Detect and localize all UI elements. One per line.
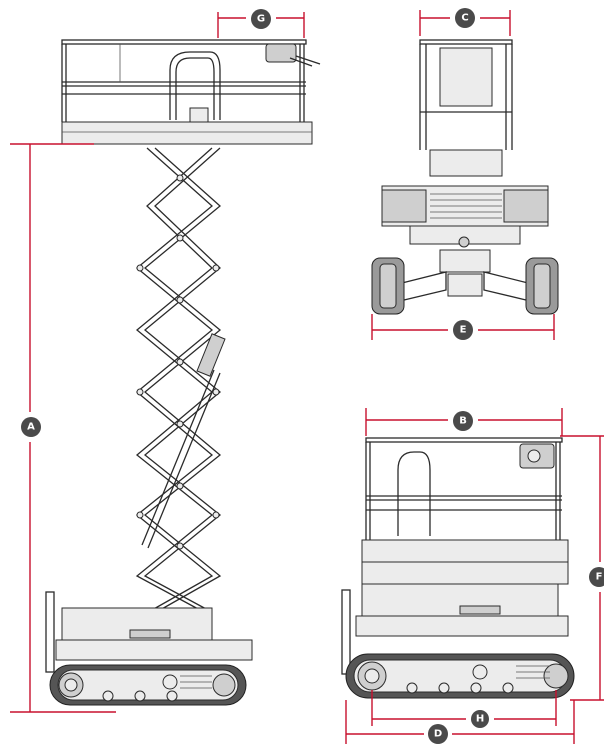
dimension-line-h xyxy=(371,690,557,726)
stowed-crawler-track xyxy=(345,653,575,699)
badge-a: A xyxy=(21,417,41,437)
badge-d-label: D xyxy=(434,729,442,740)
badge-c-label: C xyxy=(461,13,468,24)
rear-view-wheels xyxy=(371,257,559,315)
badge-a-label: A xyxy=(27,422,35,433)
badge-h-label: H xyxy=(476,714,484,725)
scissor-stack xyxy=(135,147,226,611)
badge-f: F xyxy=(589,567,604,587)
badge-e-label: E xyxy=(460,325,467,336)
dimension-lines xyxy=(10,10,604,744)
dimension-line-f xyxy=(560,435,604,701)
dimension-line-c xyxy=(419,10,511,36)
side-view-extended xyxy=(45,39,321,706)
badge-b: B xyxy=(453,411,473,431)
badge-f-label: F xyxy=(596,572,603,583)
badge-h: H xyxy=(471,710,489,728)
badge-d: D xyxy=(428,724,448,744)
crawler-track xyxy=(49,664,247,706)
dimension-line-d xyxy=(345,700,575,744)
badge-b-label: B xyxy=(459,416,467,427)
badge-g-label: G xyxy=(257,14,265,25)
platform-guardrail xyxy=(61,39,307,123)
dimension-line-e xyxy=(371,314,555,340)
rear-view-mast-slats xyxy=(430,193,502,219)
platform-deck xyxy=(61,121,313,145)
rear-view xyxy=(371,39,559,315)
chassis xyxy=(45,591,253,673)
side-view-stowed xyxy=(341,437,575,699)
stowed-control-box xyxy=(519,443,555,469)
dimension-line-b xyxy=(365,408,563,436)
dimension-line-a xyxy=(10,143,116,713)
control-box xyxy=(265,43,321,67)
dimension-line-g xyxy=(217,12,305,38)
badge-c: C xyxy=(455,8,475,28)
badge-g: G xyxy=(251,9,271,29)
dimension-badges: A G C E B F H D xyxy=(21,8,604,744)
badge-e: E xyxy=(453,320,473,340)
